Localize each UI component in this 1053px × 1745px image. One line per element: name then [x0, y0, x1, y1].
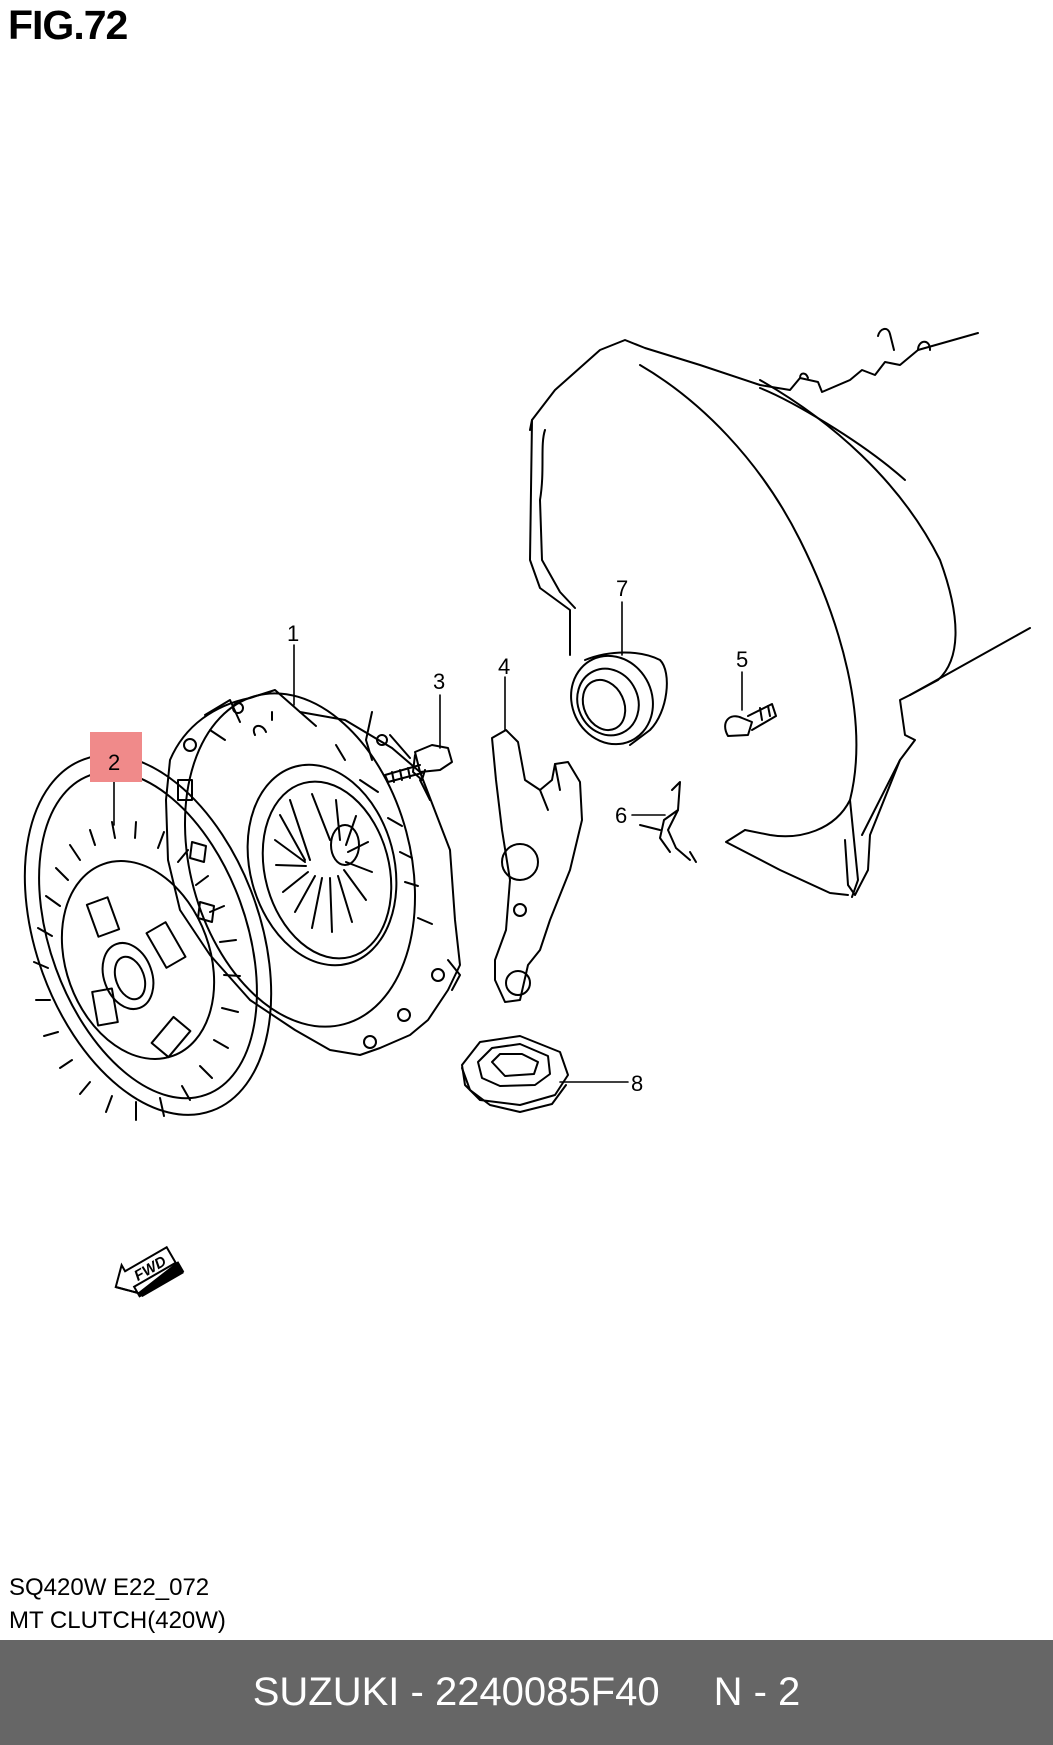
clutch-cover [165, 689, 461, 1056]
parts-diagram: 1 2 3 4 5 6 7 8 FWD [23, 328, 1031, 1298]
release-fork [491, 729, 583, 1003]
callout-6[interactable]: 6 [615, 803, 627, 828]
callout-1[interactable]: 1 [287, 621, 299, 646]
callout-leaders [113, 601, 743, 1083]
callout-7[interactable]: 7 [616, 576, 628, 601]
fwd-arrow-icon: FWD [114, 1245, 185, 1298]
diagram-name: MT CLUTCH(420W) [9, 1607, 226, 1634]
spring-clip [639, 781, 697, 863]
clutch-disc [23, 754, 273, 1121]
footer-bar: SUZUKI - 2240085F40 N - 2 [0, 1640, 1053, 1745]
fork-boot [461, 1035, 569, 1113]
release-bearing [570, 651, 668, 746]
callout-8[interactable]: 8 [631, 1071, 643, 1096]
footer-position: N - 2 [713, 1670, 801, 1714]
diagram-code: SQ420W E22_072 [9, 1574, 210, 1601]
pivot-bolt [724, 703, 777, 737]
footer-part-number: SUZUKI - 2240085F40 [252, 1670, 660, 1714]
callout-5[interactable]: 5 [736, 647, 748, 672]
clutch-bolt [384, 744, 453, 783]
callout-3[interactable]: 3 [433, 669, 445, 694]
callout-2[interactable]: 2 [108, 750, 120, 775]
figure-title: FIG.72 [8, 2, 128, 48]
callout-2-highlight [90, 732, 142, 782]
callout-4[interactable]: 4 [498, 654, 510, 679]
transmission-case [529, 328, 1031, 898]
